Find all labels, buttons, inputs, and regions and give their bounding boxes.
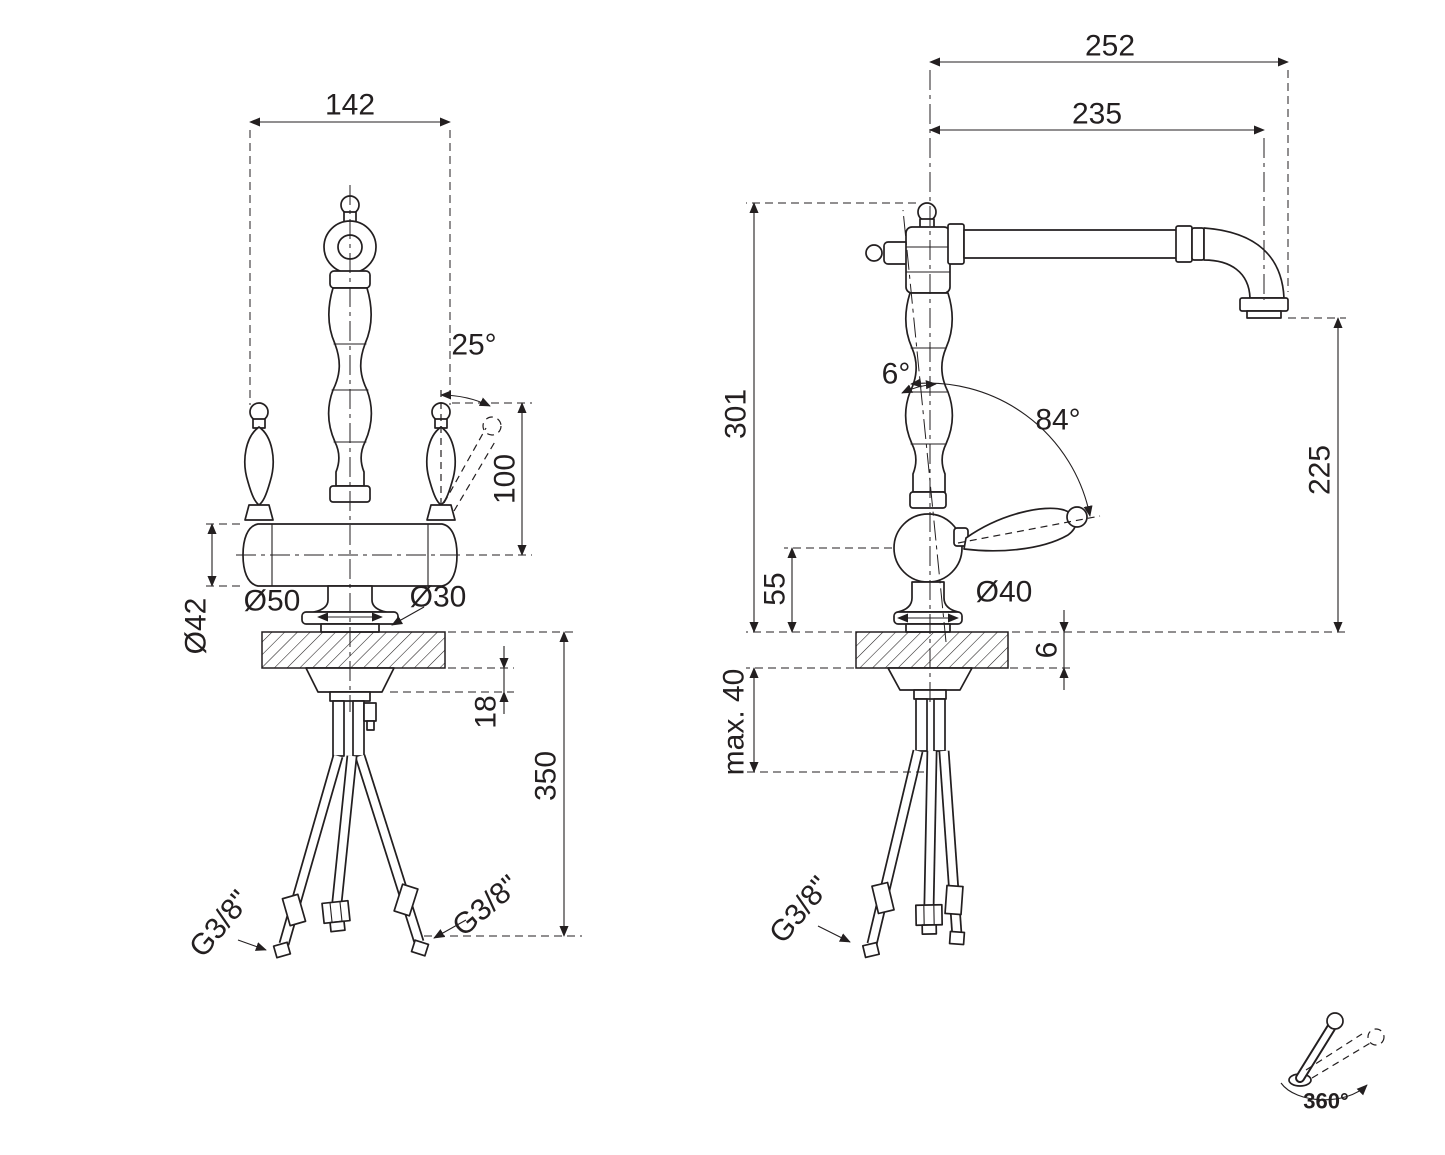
dim-front-underdeck-depth: 18: [390, 646, 514, 729]
countertop-side: [855, 631, 1009, 669]
dim-label-side-body-height: 55: [759, 572, 792, 605]
dim-front-handle-angle: 25°: [440, 329, 502, 512]
dim-side-body-height: 55: [759, 547, 892, 633]
dim-label-side-handle-swing: 84°: [1035, 404, 1080, 437]
dim-side-deck-max: max. 40: [718, 667, 924, 776]
dim-label-front-base-diameter: Ø50: [244, 585, 301, 618]
dim-label-front-hose-length: 350: [530, 751, 563, 801]
dim-front-thread-right: G3/8": [433, 869, 526, 943]
dim-side-reach-overall: 252: [929, 30, 1289, 292]
front-view: 142 25° 100 Ø42 Ø50: [180, 89, 582, 964]
dim-side-handle-swing: 84°: [910, 378, 1101, 544]
dim-label-front-underdeck-depth: 18: [470, 695, 503, 728]
dim-front-base-diameter: Ø50: [244, 585, 383, 622]
dim-label-side-deck-min: 6: [1031, 642, 1064, 659]
dim-label-side-deck-max: max. 40: [718, 669, 751, 776]
handle-left: [244, 402, 274, 521]
rotation-icon-label: 360°: [1303, 1089, 1349, 1114]
dim-label-side-reach-to-axis: 235: [1072, 98, 1122, 131]
dim-front-hose-length: 350: [424, 631, 582, 937]
hex-nut-front: [321, 899, 351, 933]
dim-label-side-spout-height: 225: [1304, 445, 1337, 495]
countertop-front: [261, 631, 446, 669]
dim-label-front-thread-left: G3/8": [183, 884, 257, 963]
dim-front-shank-diameter: Ø30: [391, 581, 467, 626]
dim-side-deck-min: 6: [1010, 610, 1074, 690]
mounting-hoses-side: [861, 667, 973, 959]
dim-front-width: 142: [249, 89, 451, 405]
dim-label-side-reach-overall: 252: [1085, 30, 1135, 63]
dim-side-height-overall: 301: [720, 202, 916, 633]
dim-label-side-thread: G3/8": [763, 870, 837, 949]
dim-label-side-height-overall: 301: [720, 389, 753, 439]
handle-side: [963, 506, 1088, 552]
dim-label-front-body-diameter: Ø42: [180, 598, 213, 655]
dim-side-reach-to-axis: 235: [929, 98, 1265, 135]
rotation-icon: 360°: [1280, 1012, 1385, 1114]
dim-side-thread: G3/8": [763, 870, 851, 950]
dim-side-base-diameter: Ø40: [897, 576, 1033, 623]
dim-front-thread-left: G3/8": [183, 884, 267, 964]
dim-front-handle-height: 100: [452, 402, 532, 556]
hex-nut-side: [914, 903, 944, 935]
mounting-hoses-front: [272, 667, 430, 959]
dim-label-side-base-diameter: Ø40: [976, 576, 1033, 609]
dim-side-tilt-angle: 6°: [882, 358, 937, 394]
dim-label-front-thread-right: G3/8": [446, 869, 525, 943]
side-view: 252 235 301 6° 84° 2: [718, 30, 1346, 959]
dim-label-side-tilt-angle: 6°: [882, 358, 911, 391]
dim-label-front-handle-angle: 25°: [451, 329, 496, 362]
dim-label-front-handle-height: 100: [489, 454, 522, 504]
dim-front-body-diameter: Ø42: [180, 523, 240, 655]
dim-label-front-width: 142: [325, 89, 375, 122]
dim-side-spout-height: 225: [1012, 317, 1346, 633]
dim-label-front-shank-diameter: Ø30: [410, 581, 467, 614]
